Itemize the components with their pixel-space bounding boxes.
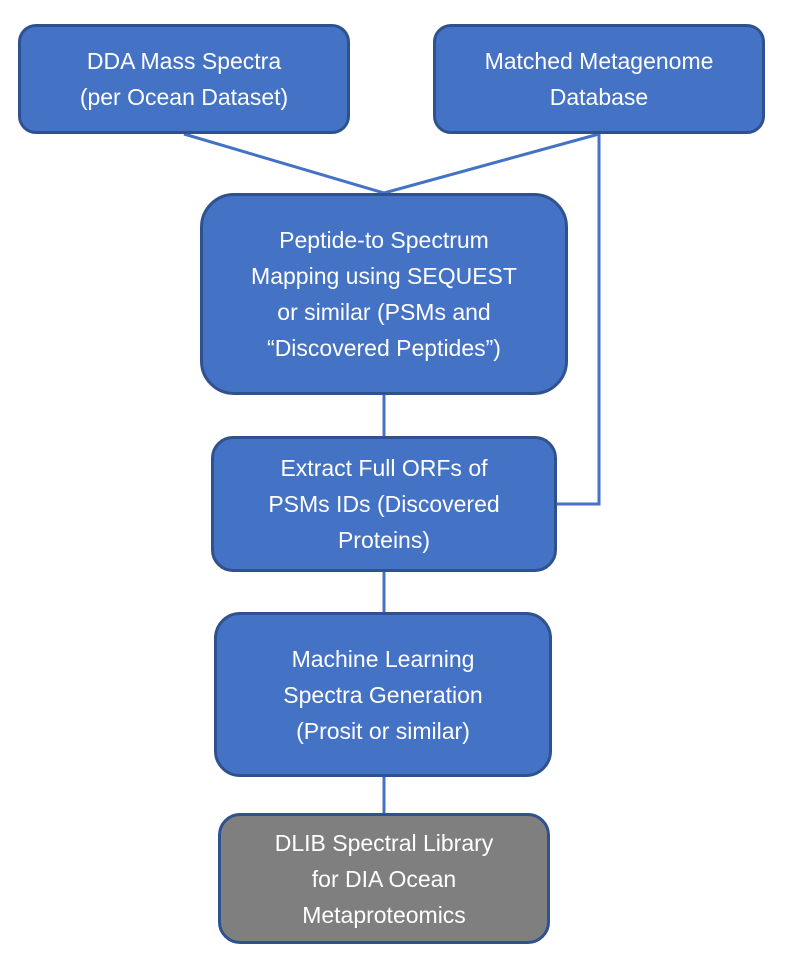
node-label: Matched Metagenome Database bbox=[484, 48, 714, 110]
edge-dda-to-peptide bbox=[183, 132, 385, 195]
node-peptide-spectrum-mapping: Peptide-to Spectrum Mapping using SEQUES… bbox=[200, 193, 568, 395]
node-machine-learning-spectra-generation: Machine Learning Spectra Generation (Pro… bbox=[214, 612, 552, 777]
node-matched-metagenome-database: Matched Metagenome Database bbox=[433, 24, 765, 134]
node-label: DDA Mass Spectra (per Ocean Dataset) bbox=[79, 48, 289, 110]
node-label: Extract Full ORFs of PSMs IDs (Discovere… bbox=[268, 455, 500, 553]
node-label: DLIB Spectral Library for DIA Ocean Meta… bbox=[274, 829, 494, 928]
node-dda-mass-spectra: DDA Mass Spectra (per Ocean Dataset) bbox=[18, 24, 350, 134]
node-dlib-spectral-library: DLIB Spectral Library for DIA Ocean Meta… bbox=[218, 813, 550, 944]
node-label: Peptide-to Spectrum Mapping using SEQUES… bbox=[251, 227, 517, 361]
node-extract-full-orfs: Extract Full ORFs of PSMs IDs (Discovere… bbox=[211, 436, 557, 572]
node-label: Machine Learning Spectra Generation (Pro… bbox=[283, 645, 483, 744]
edge-metagenome-to-orf bbox=[557, 134, 601, 506]
edge-metagenome-to-peptide bbox=[383, 132, 600, 195]
